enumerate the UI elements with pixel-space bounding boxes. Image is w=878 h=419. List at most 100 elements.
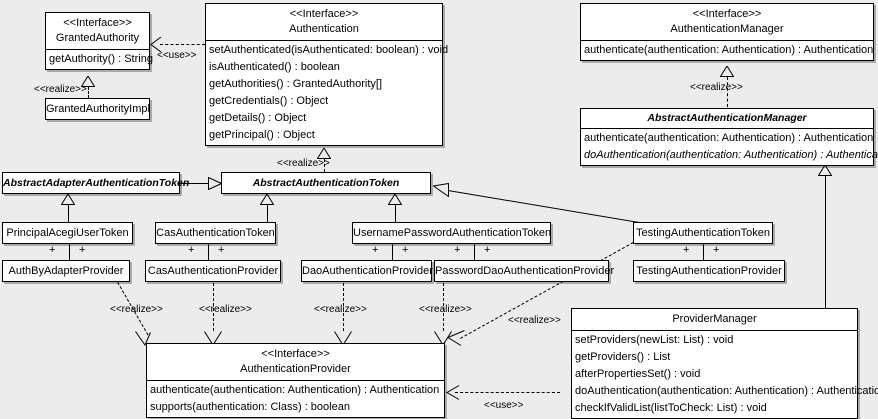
class-name: PrincipalAcegiUserToken: [6, 227, 129, 239]
class-box-auth-by-adapter-provider[interactable]: AuthByAdapterProvider: [2, 260, 130, 282]
class-name: AuthenticationProvider: [240, 363, 351, 375]
stereotype-label: <<Interface>>: [261, 348, 330, 360]
generalization-arrowhead-principal-acegi-token: [61, 194, 75, 205]
members-compartment-abstract-authentication-manager: authenticate(authentication: Authenticat…: [581, 129, 878, 165]
association-role-marker: +: [79, 244, 86, 256]
realize-label-testing-authentication-provider: <<realize>>: [508, 315, 561, 326]
member-row: getProviders() : List: [575, 351, 671, 363]
class-box-testing-authentication-token[interactable]: TestingAuthenticationToken: [633, 222, 773, 244]
dependency-arrowhead-auth-by-adapter-provider: [135, 331, 151, 346]
realize-line-dao-authentication-provider: [343, 283, 344, 331]
members-compartment-provider-manager: setProviders(newList: List) : void getPr…: [572, 331, 878, 418]
class-header-authentication-provider: <<Interface>> AuthenticationProvider: [147, 344, 444, 380]
class-box-cas-authentication-token[interactable]: CasAuthenticationToken: [155, 222, 276, 244]
generalization-arrowhead-cas-token: [260, 194, 274, 205]
member-row: getAuthorities() : GrantedAuthority[]: [209, 78, 383, 90]
class-box-abstract-authentication-manager[interactable]: AbstractAuthenticationManager authentica…: [580, 108, 878, 166]
member-row: setAuthenticated(isAuthenticated: boolea…: [209, 44, 449, 56]
stereotype-label: <<Interface>>: [692, 8, 762, 20]
member-row: getAuthority() : String: [49, 53, 153, 65]
class-box-dao-authentication-provider[interactable]: DaoAuthenticationProvider: [301, 260, 433, 282]
class-box-cas-authentication-provider[interactable]: CasAuthenticationProvider: [145, 260, 281, 282]
generalization-line-username-password-token: [395, 205, 396, 222]
realize-label-cas-authentication-provider: <<realize>>: [199, 304, 252, 315]
association-line-username-password-to-dao-provider: [392, 244, 393, 261]
member-row: authenticate(authentication: Authenticat…: [584, 44, 874, 56]
class-box-principal-acegi-user-token[interactable]: PrincipalAcegiUserToken: [2, 222, 133, 244]
class-box-password-dao-authentication-provider[interactable]: PasswordDaoAuthenticationProvider: [434, 260, 614, 282]
class-box-authentication-manager[interactable]: <<Interface>> AuthenticationManager auth…: [580, 3, 874, 61]
class-name: Authentication: [289, 23, 359, 35]
class-name: TestingAuthenticationProvider: [636, 265, 782, 277]
class-name: TestingAuthenticationToken: [636, 227, 770, 239]
compartment-divider: [572, 330, 857, 331]
association-role-marker: +: [484, 244, 491, 256]
generalization-line-principal-acegi-token: [68, 205, 69, 222]
class-name: AbstractAdapterAuthenticationToken: [3, 177, 190, 189]
class-name: PasswordDaoAuthenticationProvider: [435, 265, 615, 277]
use-label-granted-authority: <<use>>: [157, 50, 197, 61]
class-name: AbstractAuthenticationManager: [647, 112, 807, 124]
association-line-testing-token-to-testing-provider: [703, 244, 704, 261]
realize-line-abstract-authentication-manager: [727, 77, 728, 107]
member-row: authenticate(authentication: Authenticat…: [584, 132, 874, 144]
class-header-abstract-authentication-manager: AbstractAuthenticationManager: [581, 109, 873, 128]
class-box-abstract-adapter-authentication-token[interactable]: AbstractAdapterAuthenticationToken: [2, 172, 189, 194]
association-line-username-password-to-password-dao-provider: [474, 244, 475, 261]
members-compartment-authentication-provider: authenticate(authentication: Authenticat…: [147, 381, 444, 417]
realize-line-granted-authority-impl: [88, 87, 89, 98]
use-line-authentication-granted-authority: [160, 44, 205, 45]
class-name: ProviderManager: [672, 313, 757, 325]
class-name: AbstractAuthenticationToken: [252, 177, 400, 189]
generalization-arrowhead-provider-manager: [818, 165, 832, 176]
generalization-line-provider-manager: [825, 176, 826, 310]
association-role-marker: +: [683, 244, 690, 256]
generalization-line-cas-token: [267, 205, 268, 222]
compartment-divider: [581, 40, 873, 41]
realize-line-abstract-authentication-token: [324, 159, 325, 172]
use-label-provider-manager: <<use>>: [484, 400, 524, 411]
members-compartment-authentication-manager: authenticate(authentication: Authenticat…: [581, 41, 873, 60]
member-row: doAuthentication(authentication: Authent…: [584, 149, 878, 161]
class-box-authentication[interactable]: <<Interface>> Authentication setAuthenti…: [205, 3, 449, 146]
compartment-divider: [147, 380, 444, 381]
member-row: getPrincipal() : Object: [209, 129, 315, 141]
class-box-authentication-provider[interactable]: <<Interface>> AuthenticationProvider aut…: [146, 343, 445, 418]
compartment-divider: [581, 128, 873, 129]
association-role-marker: +: [713, 244, 720, 256]
generalization-arrowhead-adapter-token: [208, 177, 222, 190]
class-name: GrantedAuthorityImpl: [46, 103, 150, 115]
class-box-provider-manager[interactable]: ProviderManager setProviders(newList: Li…: [571, 308, 878, 419]
realize-label-authentication: <<realize>>: [277, 158, 330, 169]
realize-label-auth-by-adapter-provider: <<realize>>: [110, 304, 163, 315]
class-header-provider-manager: ProviderManager: [572, 309, 857, 330]
class-box-testing-authentication-provider[interactable]: TestingAuthenticationProvider: [633, 260, 785, 282]
class-name: DaoAuthenticationProvider: [302, 265, 433, 277]
dependency-arrowhead-testing-authentication-provider: [447, 330, 465, 346]
class-name: AuthenticationManager: [670, 23, 784, 35]
association-line-principal-acegi-to-auth-by-adapter: [69, 244, 70, 261]
dependency-arrowhead-granted-authority: [150, 37, 162, 52]
use-line-provider-manager: [455, 392, 560, 393]
members-compartment-granted-authority: getAuthority() : String: [46, 50, 153, 69]
generalization-arrowhead-testing-token: [433, 183, 449, 197]
association-role-marker: +: [372, 244, 379, 256]
generalization-arrowhead-authentication-manager: [720, 66, 734, 77]
generalization-arrowhead-granted-authority: [81, 76, 95, 87]
member-row: checkIfValidList(listToCheck: List) : vo…: [575, 402, 767, 414]
compartment-divider: [206, 40, 442, 41]
generalization-line-testing-token: [447, 190, 651, 225]
member-row: doAuthentication(authentication: Authent…: [575, 385, 878, 397]
association-role-marker: +: [402, 244, 409, 256]
dependency-arrowhead-provider-manager-use: [446, 385, 460, 400]
class-box-username-password-authentication-token[interactable]: UsernamePasswordAuthenticationToken: [352, 222, 551, 244]
class-box-granted-authority-impl[interactable]: GrantedAuthorityImpl: [45, 98, 150, 120]
realize-line-password-dao-authentication-provider: [443, 283, 444, 331]
class-box-abstract-authentication-token[interactable]: AbstractAuthenticationToken: [221, 172, 431, 194]
association-role-marker: +: [454, 244, 461, 256]
stereotype-label: <<Interface>>: [63, 17, 132, 29]
class-box-granted-authority[interactable]: <<Interface>> GrantedAuthority getAuthor…: [45, 12, 153, 70]
class-header-authentication: <<Interface>> Authentication: [206, 4, 442, 40]
generalization-arrowhead-authentication: [317, 148, 331, 159]
stereotype-label: <<Interface>>: [289, 8, 359, 20]
